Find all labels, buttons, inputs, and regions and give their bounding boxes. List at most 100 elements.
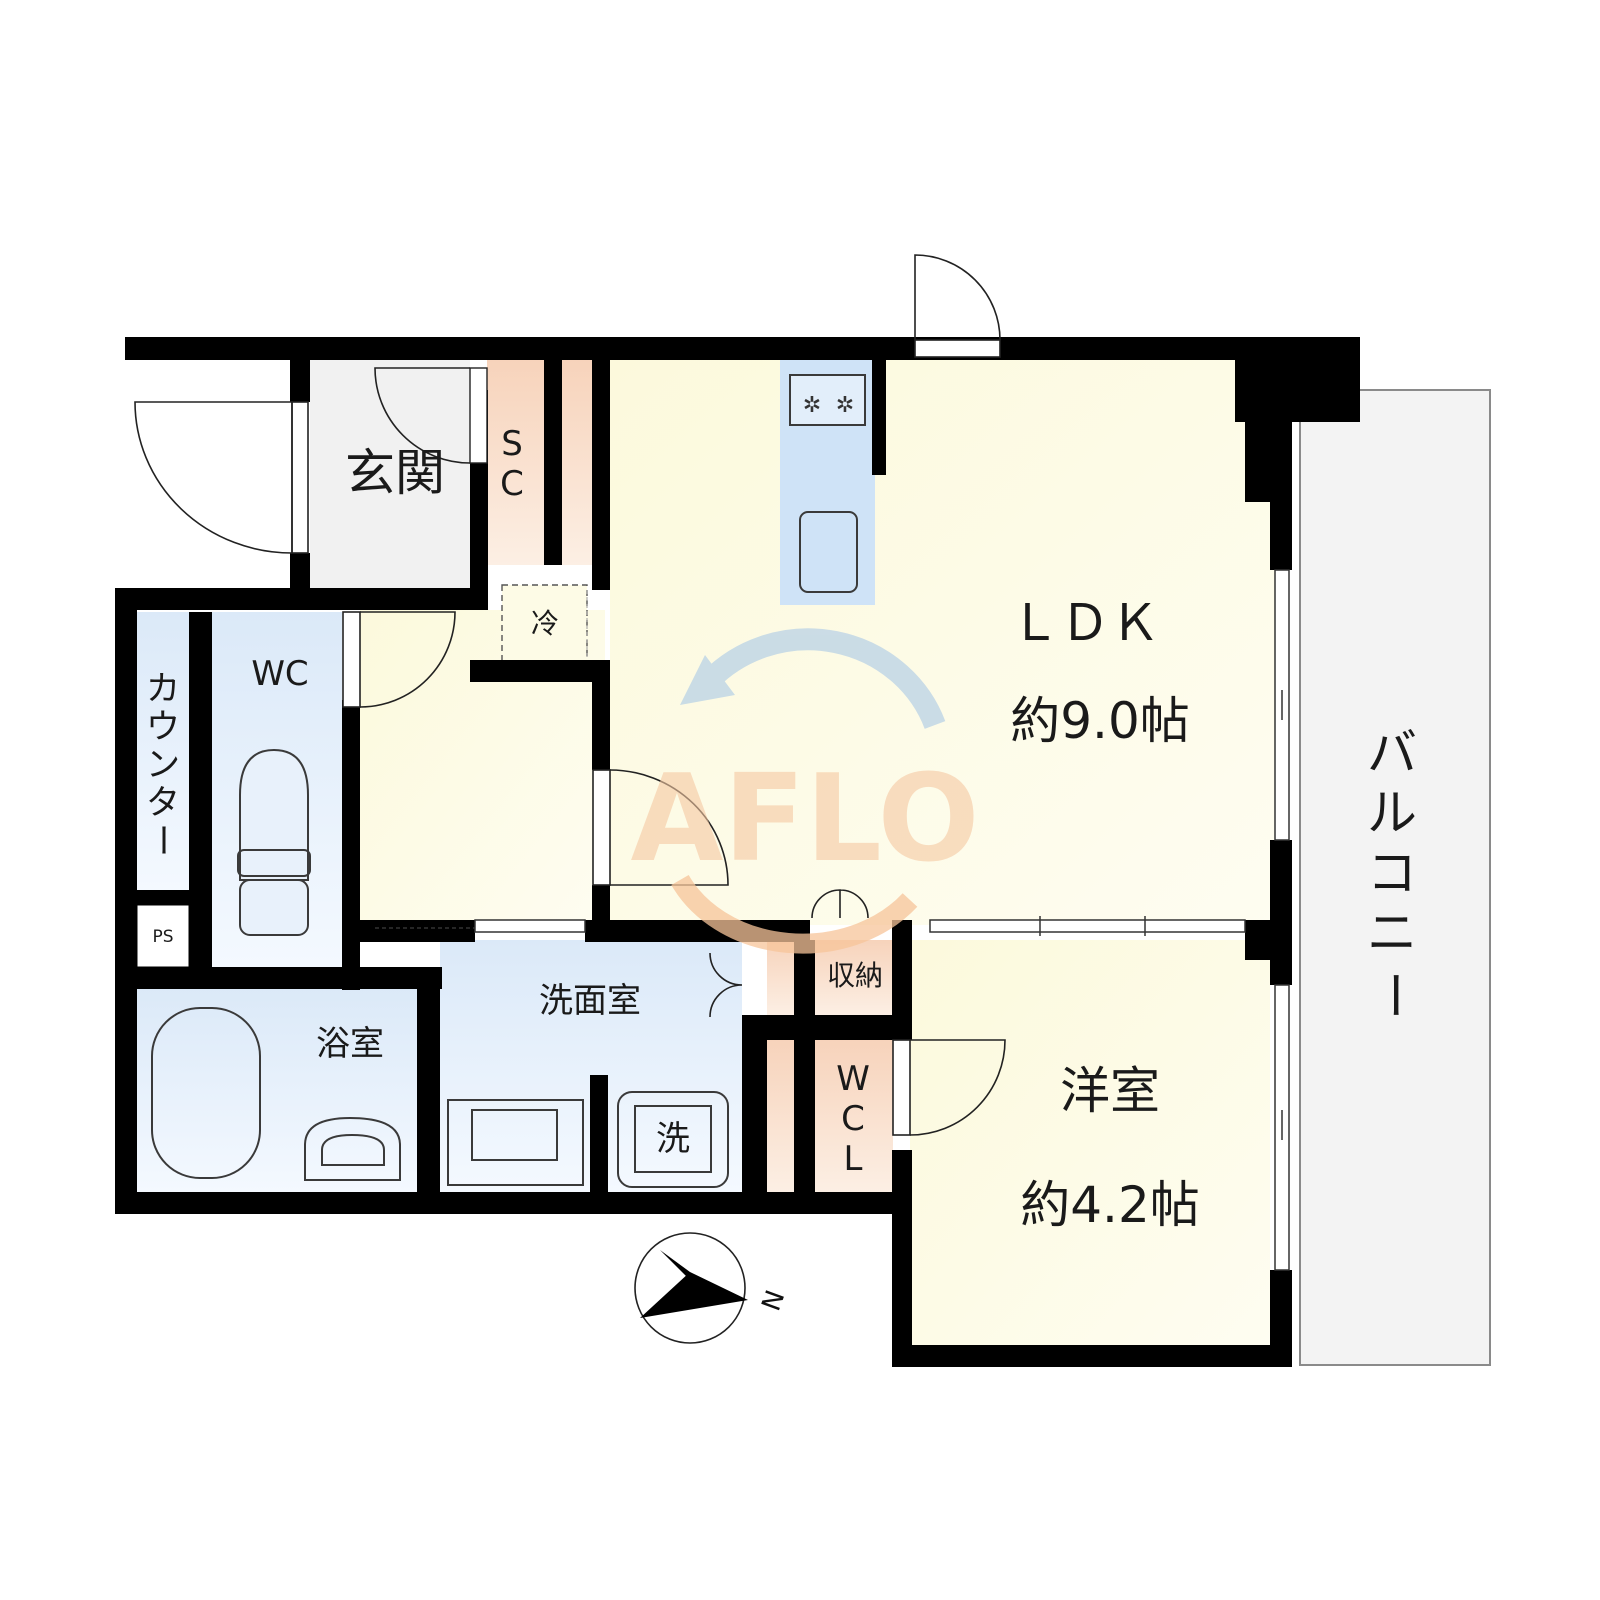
western-room-area (910, 940, 1270, 1345)
fixtures: ✲ ✲ (151, 374, 866, 1188)
wall-wr-top (1245, 920, 1270, 960)
stove-top (789, 374, 866, 426)
fridge-label: 冷 (531, 607, 559, 640)
compass-circle (634, 1232, 746, 1344)
ldk-top-door-leaf (914, 339, 1001, 358)
toilet-tank-icon (239, 879, 309, 936)
room-labels: 玄関 S C 冷 ＬＤＫ 約9.0帖 WC カ ウ ン タ ー PS 浴室 洗面… (142, 424, 1423, 1234)
compass-needle-tail (660, 1250, 700, 1290)
western-size-label: 約4.2帖 (1020, 1176, 1200, 1234)
balcony-label-4: ニ (1367, 904, 1417, 962)
wall-bottom-right (892, 1345, 1292, 1367)
room-fills (137, 355, 1491, 1366)
ldk-top-door-swing (914, 254, 1001, 341)
wall-right-low (1270, 1270, 1292, 1365)
wc-door-swing (359, 611, 456, 708)
shoe-closet-label-c: C (500, 464, 524, 504)
watermark-arrow-blue (680, 655, 735, 705)
western-room-label: 洋室 (1060, 1062, 1160, 1120)
wr-door-swing (909, 1039, 1006, 1136)
counter-label-4: タ (146, 783, 180, 823)
watermark-text: AFLO (630, 750, 979, 889)
wcl-label-l: L (844, 1139, 863, 1179)
wall-kitchen-right (872, 360, 886, 475)
washroom-label: 洗面室 (539, 981, 641, 1021)
kitchen-sink-icon (799, 511, 858, 593)
wall-bath-right (417, 967, 440, 1214)
wcl-area (815, 1040, 893, 1192)
balcony-label-5: ー (1365, 970, 1423, 1020)
wall-mid-horizontal (360, 920, 475, 942)
counter-label-3: ン (146, 745, 180, 785)
basin-icon (304, 1116, 401, 1181)
wall-wc-bottom (137, 967, 442, 989)
watermark-arc-blue (702, 628, 946, 730)
wall-storage-bottom (742, 1015, 912, 1040)
counter-label-1: カ (146, 669, 180, 709)
vanity-bowl-icon (471, 1109, 558, 1161)
wall-top (125, 337, 1360, 360)
balcony-area (1299, 389, 1491, 1366)
wall-storage-right (892, 920, 912, 1040)
toilet-bowl-icon (239, 748, 309, 881)
wall-closet-right (592, 360, 610, 590)
wall-storage-left (794, 940, 815, 1195)
wc-label: WC (251, 654, 308, 694)
ldk-door-leaf (592, 769, 611, 886)
wr-door-leaf (892, 1039, 911, 1136)
bathroom-area (137, 988, 417, 1193)
storage-door-swing (811, 889, 869, 919)
washer-pan-icon (617, 1091, 729, 1188)
wall-right-mid (1270, 840, 1292, 985)
entrance-label: 玄関 (345, 444, 445, 502)
counter-label-5: ー (142, 823, 182, 857)
fridge-area (501, 584, 588, 664)
wall-entrance-bottom (115, 588, 487, 610)
wall-entrance-left (290, 337, 310, 402)
wall-wr-left (892, 1150, 912, 1367)
compass: N (634, 1232, 791, 1344)
wcl-label-w: W (836, 1059, 870, 1099)
front-door-swing (134, 401, 293, 554)
wall-counter-right (189, 612, 212, 989)
compass-north-label: N (756, 1286, 791, 1315)
balcony-label-3: コ (1367, 844, 1417, 902)
shoe-closet-label-s: S (501, 424, 523, 464)
wall-wash-right (742, 1015, 767, 1195)
wcl-side-area (767, 1040, 794, 1192)
ldk-size-label: 約9.0帖 (1010, 692, 1190, 750)
sliding-door-ldk (929, 919, 1246, 933)
ps-label: PS (152, 927, 173, 947)
wash-door-swing (709, 952, 743, 1018)
wall-top-right-block (1235, 337, 1360, 422)
front-door-leaf (291, 401, 309, 554)
ldk-area (610, 355, 1275, 925)
wcl-label-c: C (841, 1099, 865, 1139)
watermark-arc-orange (671, 874, 918, 954)
compass-needle (640, 1272, 748, 1318)
bathroom-label: 浴室 (316, 1024, 384, 1064)
ps-box (136, 904, 190, 968)
wall-ps-top (137, 890, 212, 905)
shoe-closet-area (487, 360, 544, 565)
storage-label: 収納 (827, 959, 883, 992)
wall-bottom (115, 1192, 912, 1214)
sliding-door-hall (474, 919, 586, 933)
bathtub-icon (151, 1007, 261, 1179)
wall-hall-step (470, 660, 610, 682)
wall-sc-right (544, 360, 562, 565)
ldk-label: ＬＤＫ (1010, 594, 1160, 652)
wall-left (115, 588, 137, 1214)
watermark: AFLO (630, 628, 980, 954)
basin-inner-icon (321, 1133, 385, 1166)
wall-right-upper (1270, 420, 1292, 570)
toilet-seat-icon (237, 849, 311, 877)
balcony-label-2: ル (1367, 784, 1417, 842)
entrance-inner-leaf (469, 367, 488, 464)
storage-area (815, 940, 893, 1015)
ldk-door-swing (609, 769, 729, 886)
doors (134, 254, 1006, 1136)
burner-icon: ✲ (836, 393, 854, 418)
wall-hall-right (592, 660, 610, 770)
